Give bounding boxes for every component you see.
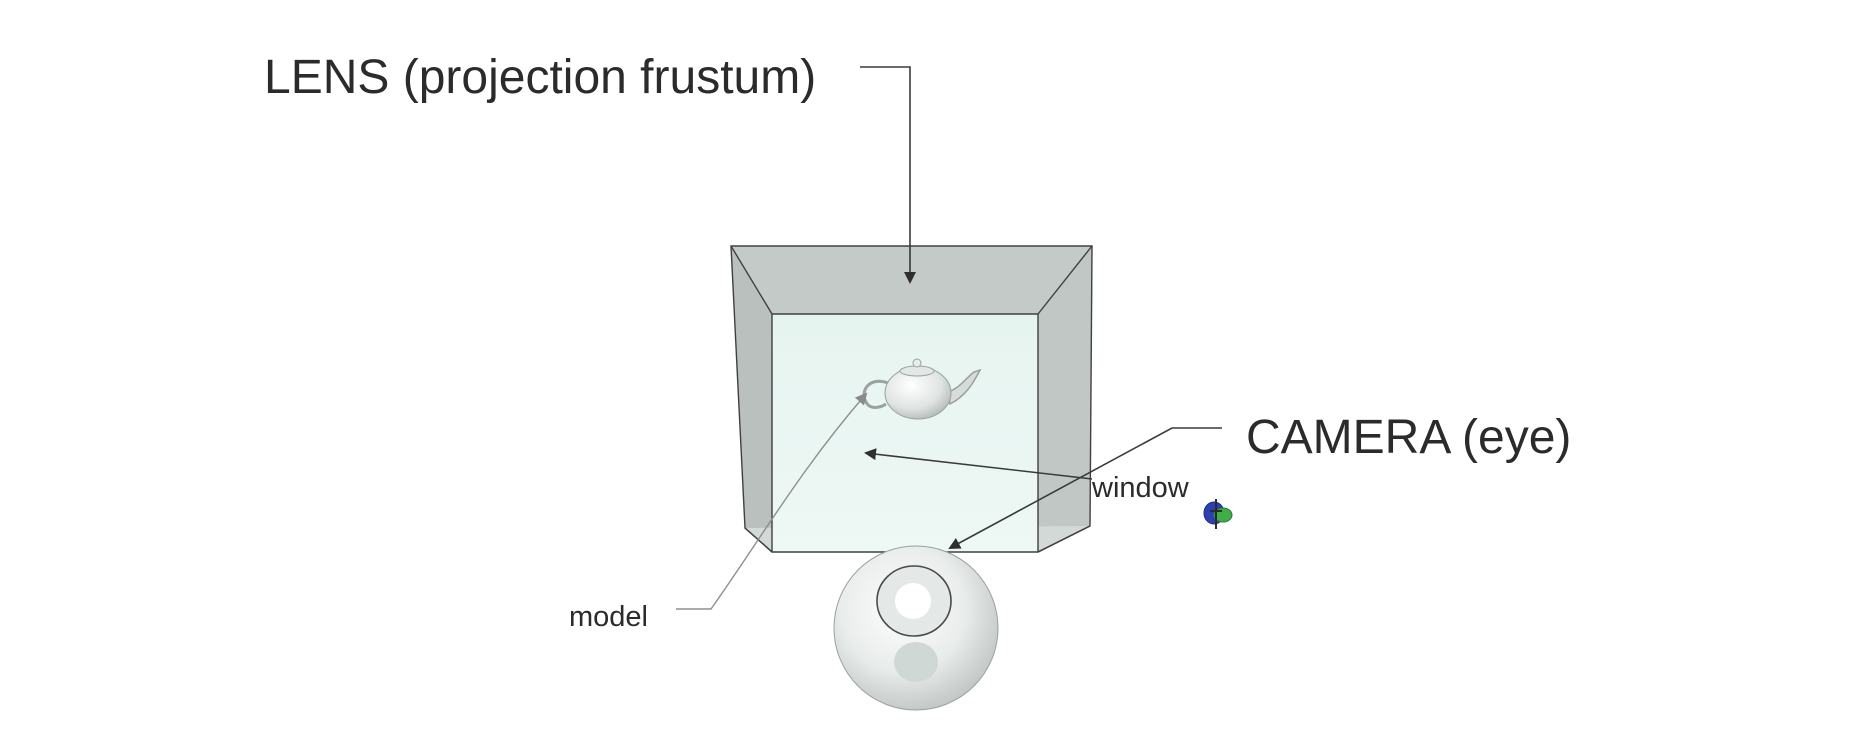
camera-leader-line [948, 427, 1222, 549]
frustum-left-face [731, 246, 772, 548]
teapot-icon [862, 358, 982, 420]
window-label: window [1091, 472, 1190, 504]
frustum-inner-edges [730, 245, 1093, 553]
lens-label: LENS (projection frustum) [264, 51, 816, 104]
teapot-knob [912, 358, 922, 368]
camera-lower-shadow [894, 642, 938, 682]
model-leader-line [676, 392, 868, 610]
camera-eye-sphere-icon [833, 545, 999, 711]
window-leader-line [864, 448, 1093, 480]
frustum-right-face [1038, 246, 1092, 552]
cursor-pointer [1210, 499, 1222, 529]
lens-leader-line [860, 66, 916, 284]
camera-label: CAMERA (eye) [1246, 411, 1571, 464]
rotate-orbit-cursor-icon [1203, 499, 1233, 529]
frustum-window [772, 314, 1038, 552]
frustum-top-face [731, 246, 1092, 314]
projection-frustum [730, 245, 1093, 553]
model-label: model [569, 601, 648, 633]
camera-pupil-highlight [895, 583, 931, 619]
teapot-spout [947, 368, 982, 406]
